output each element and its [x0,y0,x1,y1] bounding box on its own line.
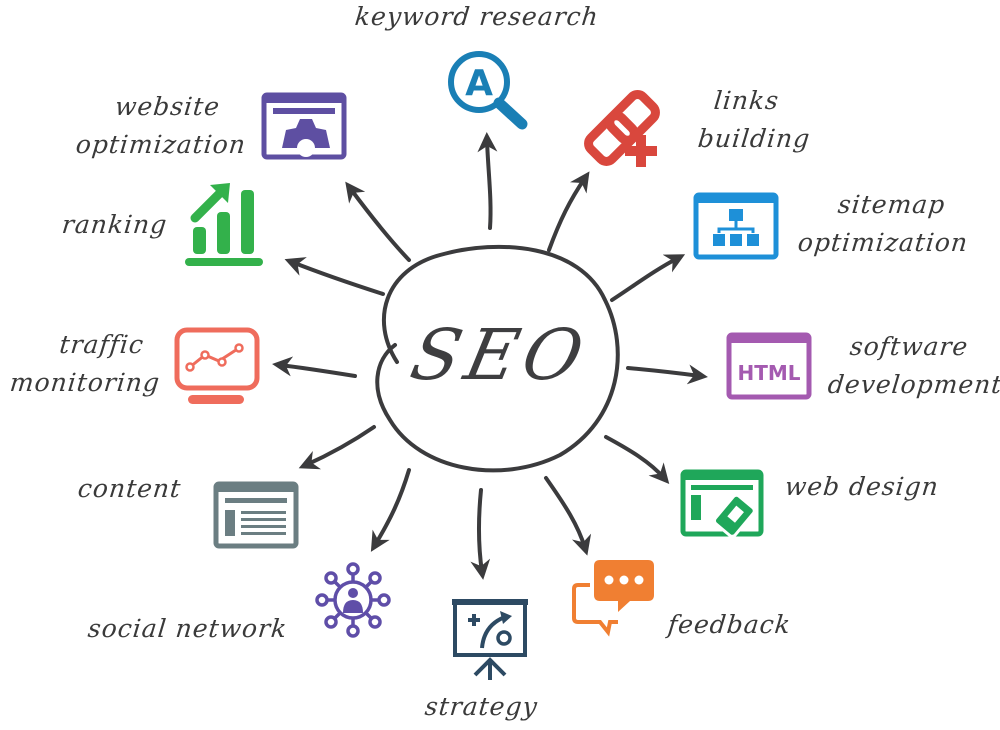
svg-text:A: A [465,63,493,104]
bar-chart-arrow-icon [185,183,263,266]
label-strategy: strategy [423,692,540,721]
label-feedback: feedback [666,610,793,639]
label-software-development: software development [826,332,1000,399]
arrow-content [298,425,376,470]
arrow-website-opt [345,181,411,262]
social-network-person-icon [315,562,391,638]
chain-link-plus-icon [584,90,660,167]
arrow-software [626,364,708,385]
web-design-brush-icon [680,469,764,538]
window-gear-icon [261,92,347,160]
label-ranking: ranking [60,210,169,239]
arrow-links-building [547,171,590,252]
arrow-strategy [470,488,491,580]
arrow-web-design [604,435,670,485]
label-links-building: links building [696,86,812,153]
monitor-line-chart-icon [174,327,260,404]
label-traffic-monitoring: traffic monitoring [8,330,162,397]
html-window-icon: HTML [726,332,812,400]
magnifier-letter-a-icon: A [448,51,528,130]
arrow-feedback [544,476,592,556]
chat-bubbles-icon [572,560,654,637]
strategy-board-icon [452,599,528,680]
label-social-network: social network [86,614,289,643]
seo-center-circle [375,244,620,473]
label-web-design: web design [783,472,941,501]
svg-text:HTML: HTML [737,361,800,385]
arrow-social [370,468,411,552]
arrow-ranking [284,257,385,296]
label-sitemap-optimization: sitemap optimization [796,190,970,257]
arrow-keyword-research [477,132,498,230]
arrow-traffic [272,356,357,378]
arrows [272,132,708,580]
sitemap-window-icon [693,192,779,260]
label-website-optimization: website optimization [74,92,248,159]
seo-center-title: SEO [404,314,596,396]
label-keyword-research: keyword research [353,2,601,31]
label-content: content [76,474,183,503]
arrow-sitemap [610,254,686,302]
content-window-icon [213,481,299,549]
